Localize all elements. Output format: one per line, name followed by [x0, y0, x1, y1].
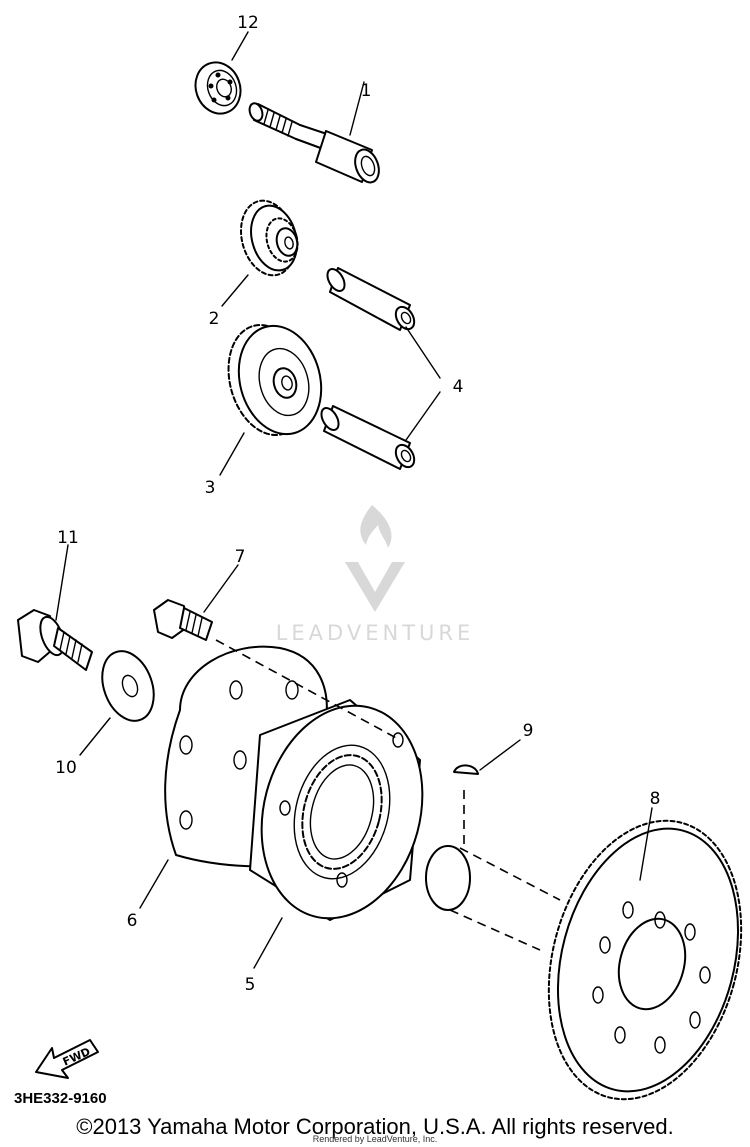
part-8-wheel-gear [547, 819, 743, 1101]
rendered-by-note: Rendered by LeadVenture, Inc. [312, 1134, 438, 1144]
callout-8: 8 [650, 789, 661, 809]
part-2-gear [240, 199, 299, 277]
part-4-pins [320, 267, 416, 470]
callout-11: 11 [57, 528, 79, 548]
copyright-notice: ©2013 Yamaha Motor Corporation, U.S.A. A… [76, 1114, 674, 1139]
part-10-washer [101, 650, 155, 722]
leadventure-watermark: LEADVENTURE [276, 505, 475, 645]
callout-1: 1 [361, 81, 372, 101]
callouts: 12 1 2 4 3 11 7 9 10 8 6 5 [55, 13, 660, 995]
callout-12: 12 [237, 13, 259, 33]
part-code: 3HE332-9160 [14, 1090, 107, 1107]
assembly-lines [215, 639, 465, 850]
watermark-text: LEADVENTURE [276, 621, 475, 645]
leader-lines [55, 31, 653, 969]
callout-6: 6 [127, 911, 138, 931]
part-1-shaft [248, 102, 380, 184]
part-3-gear [227, 324, 323, 436]
crankshaft-stub [425, 845, 561, 951]
callout-4: 4 [453, 377, 464, 397]
part-11-bolt [17, 609, 93, 671]
callout-2: 2 [209, 309, 220, 329]
part-12-bearing [194, 61, 242, 115]
callout-9: 9 [523, 721, 534, 741]
callout-3: 3 [205, 478, 216, 498]
callout-5: 5 [245, 975, 256, 995]
fwd-arrow-icon: FWD [35, 1039, 99, 1079]
callout-7: 7 [235, 547, 246, 567]
part-7-bolt [153, 599, 213, 641]
callout-10: 10 [55, 758, 77, 778]
part-5-clutch [249, 699, 424, 921]
part-9-key [453, 764, 479, 775]
